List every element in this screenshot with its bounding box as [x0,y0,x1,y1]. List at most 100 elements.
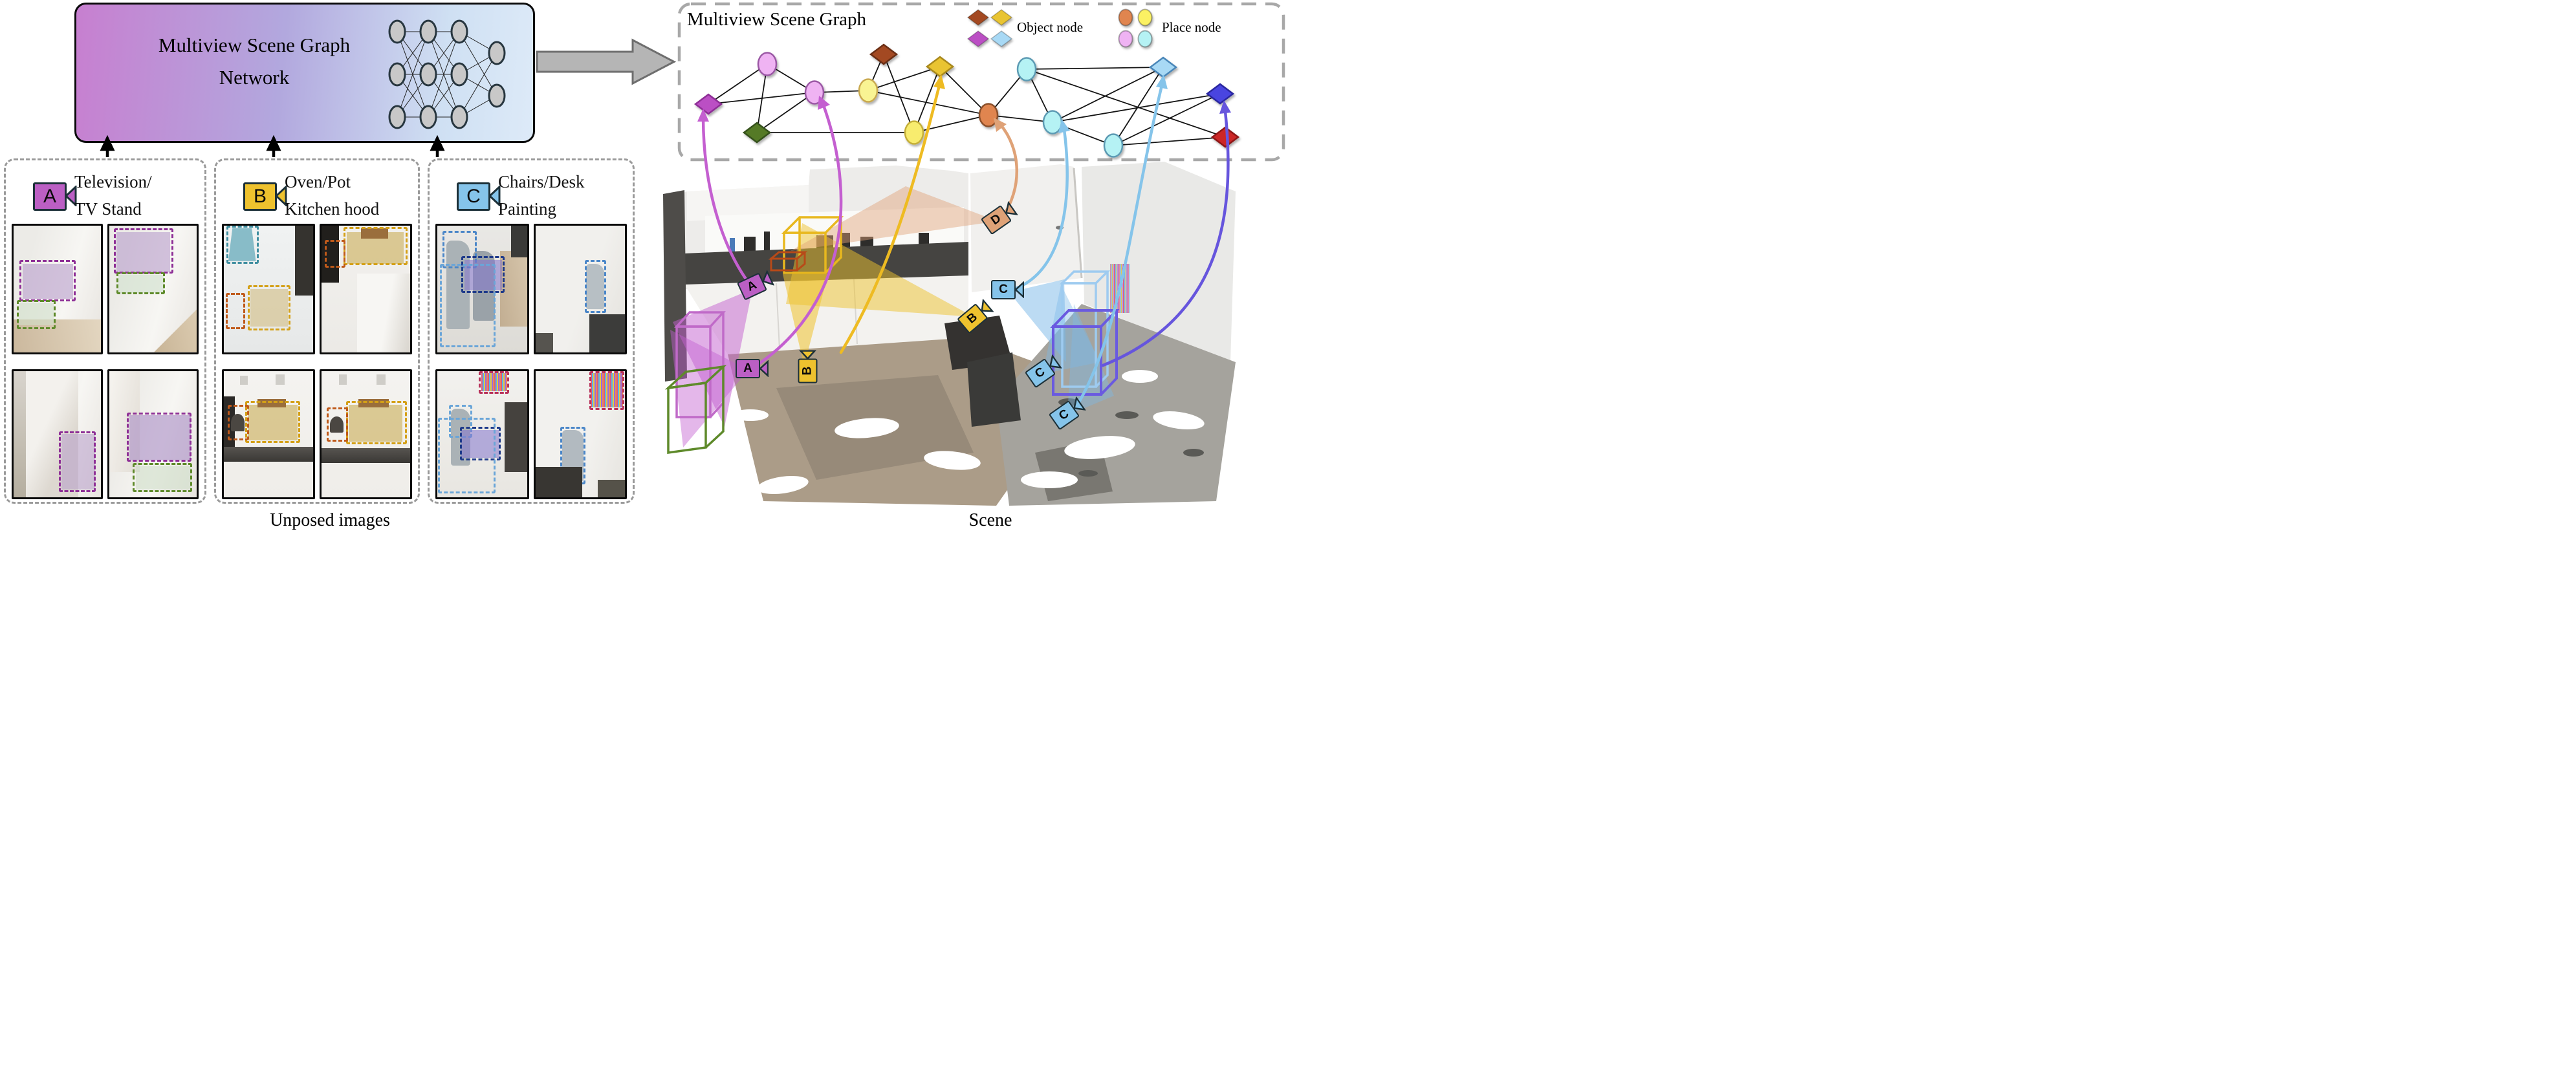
group-box-chairs: C Chairs/Desk Painting [428,158,635,504]
graph-edge [939,66,989,116]
network-title-line2: Network [219,66,290,89]
scene-camera-letter: B [800,366,814,376]
photo-c4 [533,369,627,499]
graph-edge [883,54,915,133]
scene-graph-nodes [693,43,1240,158]
graph-node-place-pink-1 [757,52,778,76]
graph-node-obj-tv [693,93,723,115]
camera-lens [1015,281,1024,298]
scene-camera-letter: B [964,310,980,327]
legend-place-circle [1137,8,1153,27]
scene-camera-c-6: C [1048,395,1087,431]
graph-node-place-cyan-3 [1103,133,1124,158]
photo-a2 [107,224,199,354]
group-box-oven: B Oven/Pot Kitchen hood [214,158,420,504]
graph-edge [868,66,941,91]
graph-edge [913,66,941,133]
graph-node-place-cyan-1 [1016,57,1037,81]
graph-edge [868,54,884,91]
graph-node-obj-brown [869,43,899,65]
flow-arrow [536,38,677,85]
graph-node-obj-red [1210,126,1240,148]
scene-camera-letter: A [745,278,759,294]
graph-edge [868,90,989,116]
group-c-label: Chairs/Desk Painting [498,172,585,219]
photo-c1 [435,224,529,354]
graph-node-place-cyan-2 [1042,110,1063,135]
graph-edge [756,63,768,133]
camera-lens [1005,201,1018,215]
camera-lens [761,270,774,286]
bounding-box-pot [768,251,808,272]
camera-lens [1073,396,1086,411]
group-b-photos [222,224,412,499]
camera-lens [981,299,994,312]
graph-node-place-pink-2 [804,80,825,105]
graph-edge [1113,93,1221,146]
graph-edge [1052,67,1164,123]
photo-c2 [533,224,627,354]
graph-edge [988,114,1053,123]
camera-lens [276,186,287,206]
legend-object-diamond [990,30,1013,47]
graph-edge [1113,136,1226,146]
graph-edge [1026,69,1226,138]
legend-place-circle [1118,30,1133,48]
photo-c3 [435,369,529,499]
caption-scene: Scene [968,510,1012,530]
graph-edge [756,92,815,133]
camera-frustums [670,186,1114,447]
scene-camera-c-5: C [1024,353,1064,389]
scene-camera-a-0: A [736,268,776,301]
scene-camera-letter: A [743,361,752,375]
photo-b3 [222,369,315,499]
graph-edge [1113,67,1164,146]
scene-camera-a-1: A [736,359,769,379]
graph-node-place-yellow-2 [904,120,924,145]
scene-camera-d-7: D [980,200,1020,235]
camera-lens [799,350,816,360]
bounding-box-tv-stand [664,365,727,455]
scene-camera-letter: D [988,211,1004,228]
msg-panel-title: Multiview Scene Graph [687,9,867,30]
graph-edge [708,92,815,105]
camera-b-letter: B [253,186,267,207]
scene-camera-letter: C [999,283,1008,296]
graph-node-place-yellow-1 [858,78,879,103]
graph-edge [814,90,869,93]
legend-place-circle [1118,8,1133,27]
scene-painting [1110,264,1130,313]
graph-edge [708,63,768,105]
graph-node-place-orange [978,103,999,127]
scene-camera-letter: C [1032,365,1048,382]
correspondence-arrows [697,74,1231,415]
photo-b4 [319,369,412,499]
photo-a4 [107,369,199,499]
bounding-box-tv [674,311,726,418]
graph-edge [1052,93,1221,123]
camera-lens [1049,354,1062,369]
network-box: Multiview Scene Graph Network [74,3,535,143]
graph-edge [767,63,815,93]
legend-object-diamond [966,9,990,26]
scene-camera-b-2: B [798,350,818,383]
graph-edge [1026,69,1053,123]
group-c-header: C Chairs/Desk Painting [430,168,633,224]
camera-lens [759,360,769,377]
graph-node-obj-green [742,122,772,144]
caption-unposed-images: Unposed images [270,510,390,530]
graph-edge [913,114,989,133]
graph-node-obj-lightblue [1148,56,1178,78]
legend-object-diamond [966,30,990,47]
camera-a-letter: A [43,186,56,207]
neural-network-icon [388,19,506,129]
photo-a1 [12,224,103,354]
network-title: Multiview Scene Graph Network [102,29,406,94]
graph-node-obj-blue [1205,83,1235,105]
graph-edge [1026,67,1164,70]
camera-lens [65,186,77,206]
group-a-photos [12,224,199,499]
scene-camera-b-3: B [957,297,996,334]
photo-a3 [12,369,103,499]
group-a-label: Television/ TV Stand [74,172,152,219]
